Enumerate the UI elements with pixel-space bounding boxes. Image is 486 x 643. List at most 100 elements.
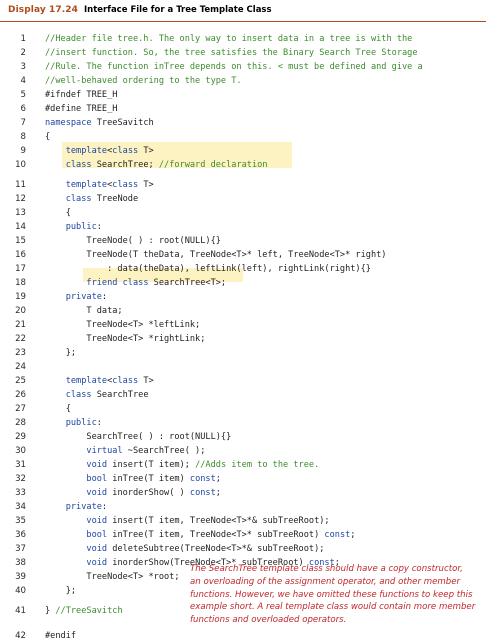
code-token: TreeNode: [91, 194, 139, 204]
line-code: public:: [45, 416, 102, 430]
display-title: Interface File for a Tree Template Class: [84, 5, 272, 15]
code-token: T>: [138, 146, 154, 156]
line-code: TreeNode( ) : root(NULL){}: [45, 234, 221, 248]
code-token: {: [45, 208, 71, 218]
line-number: 12: [15, 194, 26, 204]
line-code: TreeNode<T> *root;: [45, 570, 180, 584]
highlight-forward-declaration: [62, 142, 292, 168]
keyword-token: template: [65, 376, 108, 386]
line-number: 40: [15, 586, 26, 596]
line-code: class TreeNode: [45, 192, 138, 206]
code-token: TreeNode<T> *root;: [45, 572, 180, 582]
code-line: 6#define TREE_H: [0, 102, 486, 116]
line-code: template<class T>: [45, 178, 154, 192]
code-token: inorderShow(TreeNode<T>* subTreeRoot): [107, 558, 309, 568]
code-token: #ifndef TREE_H: [45, 90, 118, 100]
line-number: 36: [15, 530, 26, 540]
line-code: TreeNode<T> *leftLink;: [45, 318, 200, 332]
line-code: template<class T>: [45, 374, 154, 388]
code-line: 34 private:: [0, 500, 486, 514]
line-code: };: [45, 346, 76, 360]
code-line: 27 {: [0, 402, 486, 416]
keyword-token: private: [65, 292, 102, 302]
code-token: [45, 278, 86, 288]
line-code: //insert function. So, the tree satisfie…: [45, 46, 418, 60]
line-code: private:: [45, 500, 107, 514]
line-number: 27: [15, 404, 26, 414]
line-number: 16: [15, 250, 26, 260]
note-line: example short. A real template class wou…: [190, 602, 476, 613]
line-number: 11: [15, 180, 26, 190]
code-token: [45, 160, 66, 170]
line-number: 8: [20, 132, 26, 142]
code-token: SearchTree;: [91, 160, 159, 170]
keyword-token: const: [189, 474, 216, 484]
line-code: //Rule. The function inTree depends on t…: [45, 60, 423, 74]
line-number: 24: [15, 362, 26, 372]
line-code: bool inTree(T item) const;: [45, 472, 221, 486]
code-token: [45, 376, 66, 386]
code-line: 28 public:: [0, 416, 486, 430]
comment-token: //well-behaved ordering to the type T.: [45, 76, 242, 86]
code-token: #endif: [45, 631, 77, 641]
line-code: virtual ~SearchTree( );: [45, 444, 205, 458]
line-code: //Header file tree.h. The only way to in…: [45, 32, 412, 46]
code-line: 2//insert function. So, the tree satisfi…: [0, 46, 486, 60]
code-line: 41} //TreeSavitch: [0, 604, 486, 618]
margin-note: The SearchTree template class should hav…: [190, 563, 484, 627]
code-token: TreeNode<T> *leftLink;: [45, 320, 201, 330]
code-token: [45, 146, 66, 156]
code-line: 21 TreeNode<T> *leftLink;: [0, 318, 486, 332]
code-line: 19 private:: [0, 290, 486, 304]
keyword-token: public: [65, 418, 97, 428]
comment-token: //Rule. The function inTree depends on t…: [45, 62, 423, 72]
code-line: 30 virtual ~SearchTree( );: [0, 444, 486, 458]
code-token: ;: [215, 474, 221, 484]
line-number: 26: [15, 390, 26, 400]
line-number: 25: [15, 376, 26, 386]
line-code: T data;: [45, 304, 122, 318]
code-token: TreeNode( ) : root(NULL){}: [45, 236, 221, 246]
code-line: 24: [0, 360, 486, 374]
line-number: 29: [15, 432, 26, 442]
code-line: 25 template<class T>: [0, 374, 486, 388]
line-code: : data(theData), leftLink(left), rightLi…: [45, 262, 371, 276]
code-token: :: [101, 502, 108, 512]
code-line: 31 void insert(T item); //Adds item to t…: [0, 458, 486, 472]
code-token: T>: [138, 376, 154, 386]
code-token: };: [45, 586, 77, 596]
comment-token: //insert function. So, the tree satisfie…: [45, 48, 418, 58]
keyword-token: friend class: [86, 278, 149, 288]
line-number: 31: [15, 460, 26, 470]
line-code: class SearchTree: [45, 388, 149, 402]
keyword-token: class: [112, 146, 139, 156]
line-number: 10: [15, 160, 26, 170]
line-code: void insert(T item); //Adds item to the …: [45, 458, 319, 472]
code-token: :: [96, 418, 102, 428]
line-code: TreeNode<T> *rightLink;: [45, 332, 205, 346]
line-code: class SearchTree; //forward declaration: [45, 158, 268, 172]
line-number: 41: [15, 606, 26, 616]
code-line: 39 TreeNode<T> *root;: [0, 570, 486, 584]
line-code: TreeNode(T theData, TreeNode<T>* left, T…: [45, 248, 386, 262]
code-token: TreeNode<T> *rightLink;: [45, 334, 206, 344]
keyword-token: void: [86, 516, 108, 526]
code-line: 42#endif: [0, 629, 486, 643]
code-token: ;: [334, 558, 340, 568]
line-code: #endif: [45, 629, 76, 643]
code-token: TreeSavitch: [91, 118, 154, 128]
code-token: SearchTree: [91, 390, 149, 400]
code-line: 35 void insert(T item, TreeNode<T>*& sub…: [0, 514, 486, 528]
line-number: 22: [15, 334, 26, 344]
line-code: //well-behaved ordering to the type T.: [45, 74, 242, 88]
line-code: namespace TreeSavitch: [45, 116, 154, 130]
code-token: {: [45, 404, 71, 414]
code-token: [45, 222, 66, 232]
highlight-friend-class: [83, 268, 243, 282]
line-number: 30: [15, 446, 26, 456]
code-line: 11 template<class T>: [0, 178, 486, 192]
code-token: [45, 474, 86, 484]
code-token: <: [107, 376, 113, 386]
code-token: [45, 530, 86, 540]
